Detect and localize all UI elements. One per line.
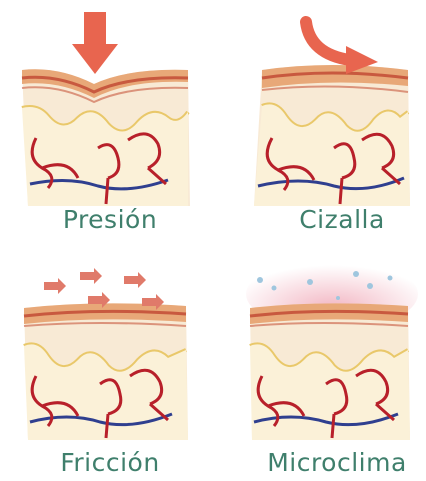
label-presion: Presión bbox=[40, 205, 180, 234]
microclima-skin-illustration bbox=[240, 258, 420, 444]
presion-skin-illustration bbox=[18, 8, 198, 208]
label-microclima: Microclima bbox=[252, 448, 422, 477]
pressure-arrow-head bbox=[72, 44, 118, 74]
panel-friccion bbox=[18, 264, 198, 444]
panel-microclima bbox=[240, 258, 420, 444]
shear-arrow bbox=[306, 22, 350, 60]
cizalla-skin-illustration bbox=[250, 8, 420, 208]
label-friccion: Fricción bbox=[40, 448, 180, 477]
panel-presion bbox=[18, 8, 198, 208]
friction-arrows bbox=[44, 268, 164, 310]
panel-cizalla bbox=[250, 8, 420, 208]
label-cizalla: Cizalla bbox=[272, 205, 412, 234]
pressure-arrow-shaft bbox=[84, 12, 106, 46]
friccion-skin-illustration bbox=[18, 264, 198, 444]
